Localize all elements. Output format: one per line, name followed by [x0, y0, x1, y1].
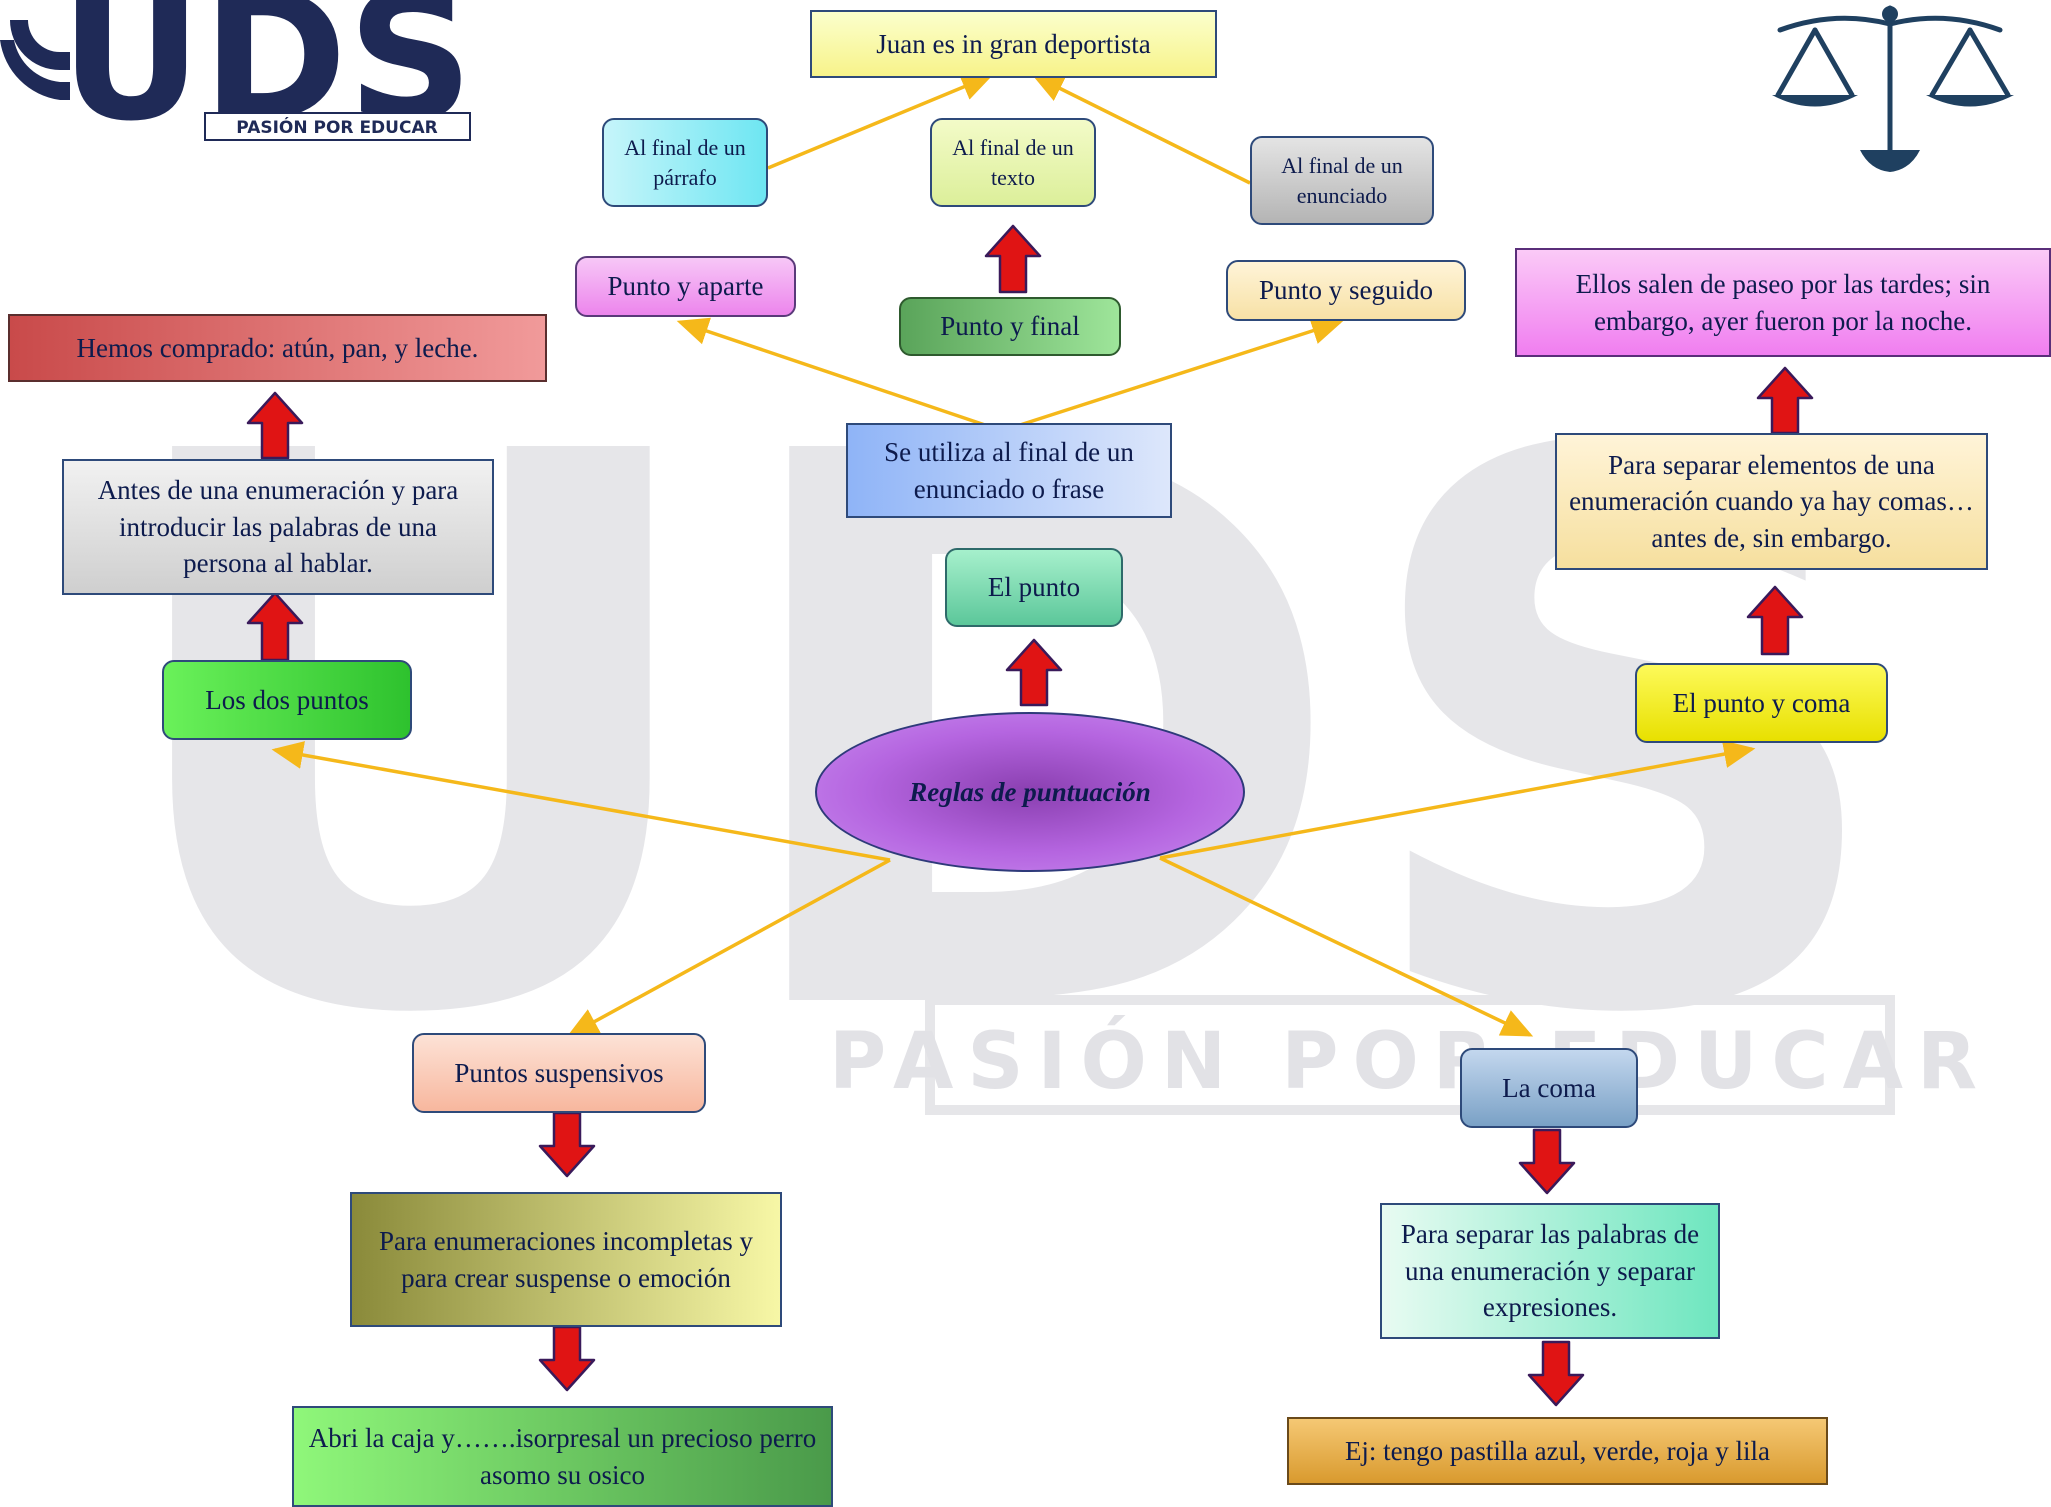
- position-parrafo: Al final de un párrafo: [602, 118, 768, 207]
- punto-coma-title: El punto y coma: [1635, 663, 1888, 743]
- suspensivos-example: Abri la caja y…….isorpresal un precioso …: [292, 1406, 833, 1507]
- coma-use: Para separar las palabras de una enumera…: [1380, 1203, 1720, 1339]
- logo-tagline: PASIÓN POR EDUCAR: [236, 116, 437, 138]
- arrow-up-final: [984, 224, 1042, 294]
- arrow-up-dos-puntos-2: [246, 391, 304, 460]
- punto-aparte: Punto y aparte: [575, 256, 796, 317]
- coma-example: Ej: tengo pastilla azul, verde, roja y l…: [1287, 1417, 1828, 1485]
- suspensivos-title: Puntos suspensivos: [412, 1033, 706, 1113]
- watermark-tagline-frame: [925, 995, 1895, 1115]
- dos-puntos-use: Antes de una enumeración y para introduc…: [62, 459, 494, 595]
- arrow-down-suspensivos-1: [538, 1111, 596, 1178]
- scales-icon: [1772, 5, 2014, 172]
- position-enunciado: Al final de un enunciado: [1250, 136, 1434, 225]
- link-center-to-suspensivos: [566, 858, 891, 1037]
- punto-use: Se utiliza al final de un enunciado o fr…: [846, 423, 1172, 518]
- center-label: Reglas de puntuación: [909, 776, 1151, 807]
- punto-example: Juan es in gran deportista: [810, 10, 1217, 78]
- punto-seguido: Punto y seguido: [1226, 260, 1466, 321]
- watermark-tagline: PASIÓN POR EDUCAR: [829, 1015, 1991, 1107]
- arrow-down-coma-1: [1518, 1128, 1576, 1195]
- suspensivos-use: Para enumeraciones incompletas y para cr…: [350, 1192, 782, 1327]
- dos-puntos-example: Hemos comprado: atún, pan, y leche.: [8, 314, 547, 382]
- arrow-down-coma-2: [1527, 1340, 1585, 1407]
- link-enunciado-to-example: [1031, 74, 1251, 185]
- link-parrafo-to-example: [767, 73, 994, 170]
- arrow-down-suspensivos-2: [538, 1325, 596, 1392]
- position-texto: Al final de un texto: [930, 118, 1096, 207]
- center-node: Reglas de puntuación: [815, 712, 1245, 872]
- uds-logo: UDS PASIÓN POR EDUCAR: [0, 0, 473, 150]
- arrow-up-dos-puntos-1: [246, 591, 304, 662]
- punto-coma-use: Para separar elementos de una enumeració…: [1555, 433, 1988, 570]
- arrow-up-punto: [1005, 638, 1063, 707]
- arrow-up-punto-coma-2: [1756, 366, 1814, 435]
- link-center-to-punto-coma: [1159, 740, 1756, 860]
- coma-title: La coma: [1460, 1048, 1638, 1128]
- link-use-to-aparte: [676, 317, 986, 427]
- dos-puntos-title: Los dos puntos: [162, 660, 412, 740]
- punto-title: El punto: [945, 548, 1123, 627]
- punto-final: Punto y final: [899, 297, 1121, 356]
- link-center-to-dos-puntos: [271, 741, 891, 862]
- arrow-up-punto-coma-1: [1746, 585, 1804, 656]
- link-center-to-coma: [1159, 856, 1534, 1037]
- logo-swoosh: [10, 20, 70, 70]
- punto-coma-example: Ellos salen de paseo por las tardes; sin…: [1515, 248, 2051, 357]
- link-use-to-seguido: [1019, 317, 1344, 427]
